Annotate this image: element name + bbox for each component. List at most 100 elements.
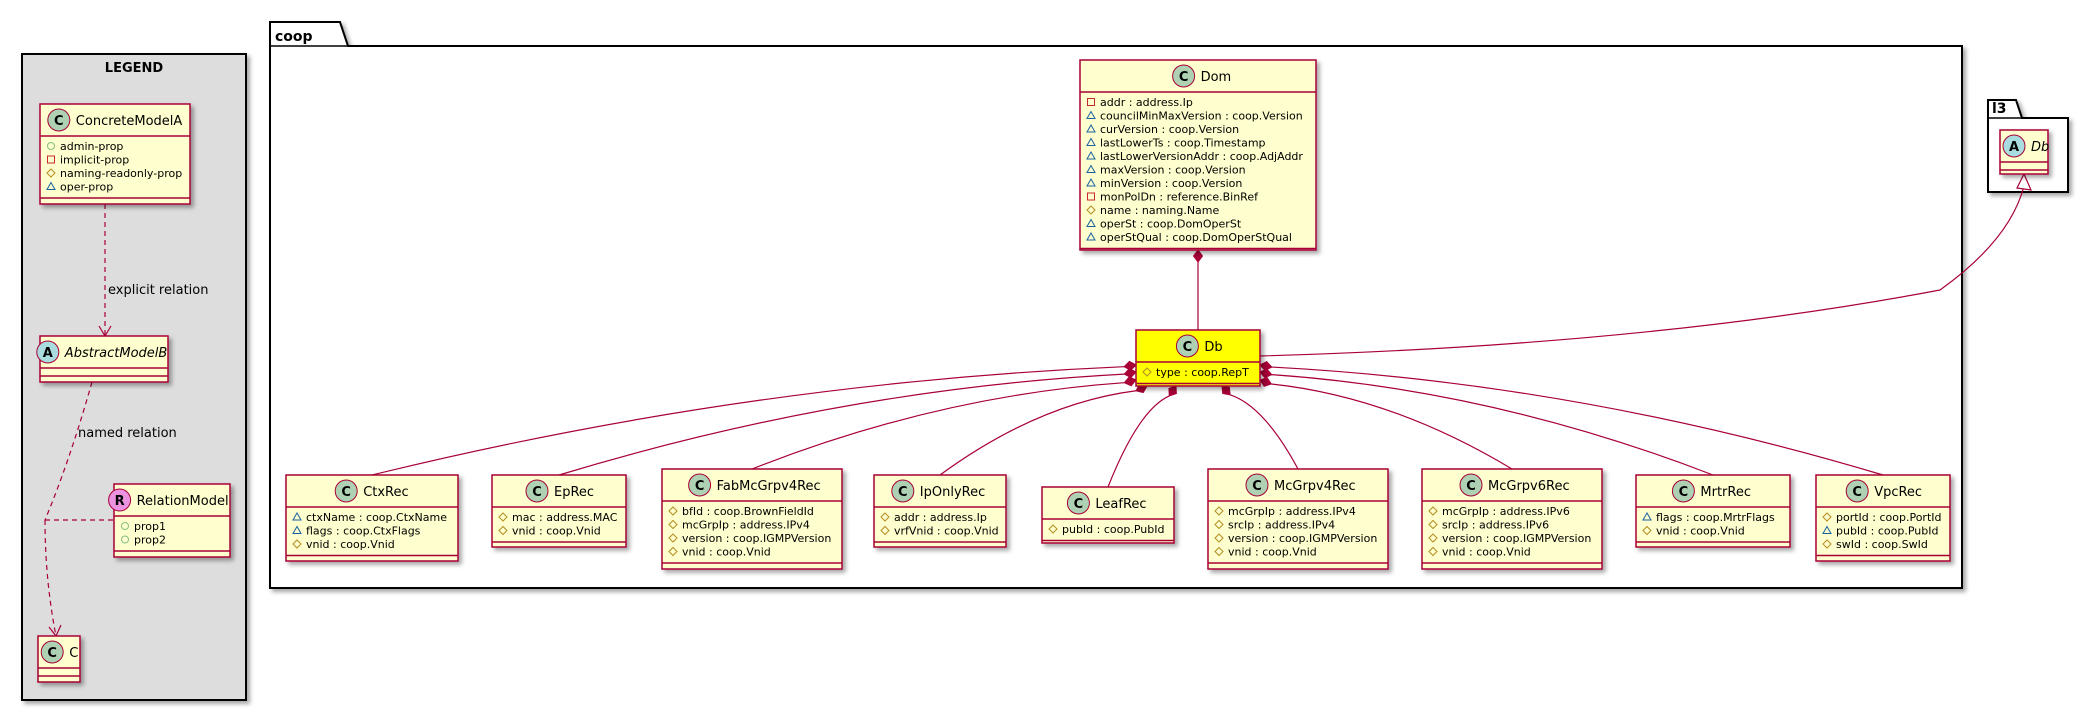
class-dom-stereotype-letter: C xyxy=(1179,70,1189,85)
class-ctxrec-stereotype-letter: C xyxy=(341,485,351,500)
legend-title: LEGEND xyxy=(105,61,164,76)
class-mcgrpv6rec-stereotype-icon xyxy=(1459,473,1483,497)
class-mcgrpv6rec-attr-0-visibility-icon xyxy=(1428,506,1438,516)
class-vpcrec-attr-0: portId : coop.PortId xyxy=(1836,511,1942,524)
class-eprec-attr-1-visibility-icon xyxy=(498,525,508,536)
class-dom-name: Dom xyxy=(1201,70,1232,85)
class-l3-db[interactable]: A Db xyxy=(1999,129,2049,175)
class-leafrec-name: LeafRec xyxy=(1095,497,1146,512)
class-dom-attr-2: curVersion : coop.Version xyxy=(1100,123,1239,136)
legend-concrete-model-a-attr-3-visibility-icon xyxy=(46,181,56,190)
legend-concrete-model-a-attr-2: naming-readonly-prop xyxy=(60,167,182,180)
class-ctxrec-attr-1-visibility-icon xyxy=(292,525,302,534)
class-eprec-attr-0: mac : address.MAC xyxy=(512,511,618,524)
class-dom-attr-1: councilMinMaxVersion : coop.Version xyxy=(1100,110,1303,123)
legend-relation-model-attr-1-visibility-icon xyxy=(121,535,129,544)
class-db-attr-0: type : coop.RepT xyxy=(1156,366,1249,379)
package-l3-title: l3 xyxy=(1992,101,2007,117)
legend-relation-model-attr-0-visibility-icon xyxy=(121,522,129,530)
db-l3-inheritance-arrow xyxy=(2016,172,2032,191)
class-mrtrrec-stereotype-icon xyxy=(1671,479,1695,503)
class-mcgrpv4rec-stereotype-icon xyxy=(1245,473,1269,497)
legend-concrete-model-a-attr-0: admin-prop xyxy=(60,140,123,153)
class-mcgrpv4rec-composition-edge xyxy=(1229,394,1299,470)
legend-class-c-name: C xyxy=(69,646,78,661)
class-mcgrpv6rec-attr-3-visibility-icon xyxy=(1428,546,1438,557)
class-mcgrpv6rec-attr-2: version : coop.IGMPVersion xyxy=(1442,532,1591,545)
class-l3-db-stereotype-icon xyxy=(2002,134,2026,158)
class-dom-attr-5: maxVersion : coop.Version xyxy=(1100,164,1246,177)
class-mrtrrec-stereotype-letter: C xyxy=(1679,485,1689,500)
class-iponlyrec-attr-0: addr : address.Ip xyxy=(894,511,987,524)
class-iponlyrec-stereotype-icon xyxy=(891,479,915,503)
class-fabmcgrpv4rec-attr-1: mcGrpIp : address.IPv4 xyxy=(682,519,810,532)
db-l3-inheritance-edge xyxy=(1259,185,2025,357)
class-mcgrpv4rec-attr-2: version : coop.IGMPVersion xyxy=(1228,532,1377,545)
class-ctxrec-attr-2: vnid : coop.Vnid xyxy=(306,538,395,551)
class-ctxrec-attr-1: flags : coop.CtxFlags xyxy=(306,525,421,538)
class-iponlyrec-stereotype-letter: C xyxy=(898,485,908,500)
class-iponlyrec-attr-0-visibility-icon xyxy=(880,512,890,522)
class-mcgrpv4rec-composition-diamond xyxy=(1221,385,1231,396)
class-iponlyrec-name: IpOnlyRec xyxy=(920,485,985,500)
class-dom-attr-6-visibility-icon xyxy=(1086,177,1096,187)
class-vpcrec-attr-2-visibility-icon xyxy=(1822,539,1832,549)
class-mcgrpv6rec-attr-0: mcGrpIp : address.IPv6 xyxy=(1442,505,1570,518)
class-fabmcgrpv4rec-composition-diamond xyxy=(1123,376,1137,387)
legend-named-relation-edge-upper xyxy=(44,381,93,521)
class-l3-db-name: Db xyxy=(2031,140,2049,155)
class-mcgrpv4rec-name: McGrpv4Rec xyxy=(1274,479,1356,494)
class-vpcrec-name: VpcRec xyxy=(1874,485,1922,500)
legend-concrete-model-a-stereotype-icon xyxy=(47,108,71,132)
class-dom-attr-4: lastLowerVersionAddr : coop.AdjAddr xyxy=(1100,150,1303,163)
legend-concrete-model-a-attr-1: implicit-prop xyxy=(60,154,129,167)
class-eprec-stereotype-icon xyxy=(525,479,549,503)
legend-concrete-model-a-attr-1-visibility-icon xyxy=(47,155,55,164)
class-l3-db-stereotype-letter: A xyxy=(2009,140,2019,155)
class-fabmcgrpv4rec-stereotype-letter: C xyxy=(695,479,705,494)
class-mcgrpv4rec-attr-0: mcGrpIp : address.IPv4 xyxy=(1228,505,1356,518)
class-leafrec-stereotype-letter: C xyxy=(1074,497,1084,512)
class-dom-attr-3: lastLowerTs : coop.Timestamp xyxy=(1100,137,1266,150)
class-dom-attr-9: operSt : coop.DomOperSt xyxy=(1100,218,1242,231)
legend-concrete-model-a-attr-0-visibility-icon xyxy=(47,142,55,150)
legend-abstract-model-b-stereotype-icon xyxy=(36,340,60,364)
legend-relation-model-attr-0: prop1 xyxy=(134,520,166,533)
class-mrtrrec-attr-1-visibility-icon xyxy=(1642,525,1652,536)
class-dom-stereotype-icon xyxy=(1172,64,1196,88)
class-dom-attr-3-visibility-icon xyxy=(1086,137,1096,146)
class-vpcrec-attr-2: swId : coop.SwId xyxy=(1836,538,1928,551)
class-dom-attr-0-visibility-icon xyxy=(1087,98,1095,106)
class-dom-attr-10-visibility-icon xyxy=(1086,231,1096,241)
class-mrtrrec-composition-edge xyxy=(1271,374,1714,476)
class-iponlyrec-attr-1-visibility-icon xyxy=(880,525,890,536)
class-leafrec-composition-diamond xyxy=(1168,385,1177,397)
legend-abstract-model-b-name: AbstractModelB xyxy=(64,346,168,361)
legend-relation-model-stereotype-letter: R xyxy=(115,494,125,509)
class-mcgrpv4rec-attr-0-visibility-icon xyxy=(1214,506,1224,516)
class-iponlyrec-attr-1: vrfVnid : coop.Vnid xyxy=(894,525,999,538)
class-mcgrpv4rec-attr-3-visibility-icon xyxy=(1214,546,1224,557)
class-dom-attr-6: minVersion : coop.Version xyxy=(1100,177,1242,190)
class-mcgrpv6rec-attr-1: srcIp : address.IPv6 xyxy=(1442,519,1549,532)
class-dom-attr-4-visibility-icon xyxy=(1086,150,1096,160)
legend-named-relation-label: named relation xyxy=(78,426,177,441)
class-eprec-composition-diamond xyxy=(1123,368,1137,379)
